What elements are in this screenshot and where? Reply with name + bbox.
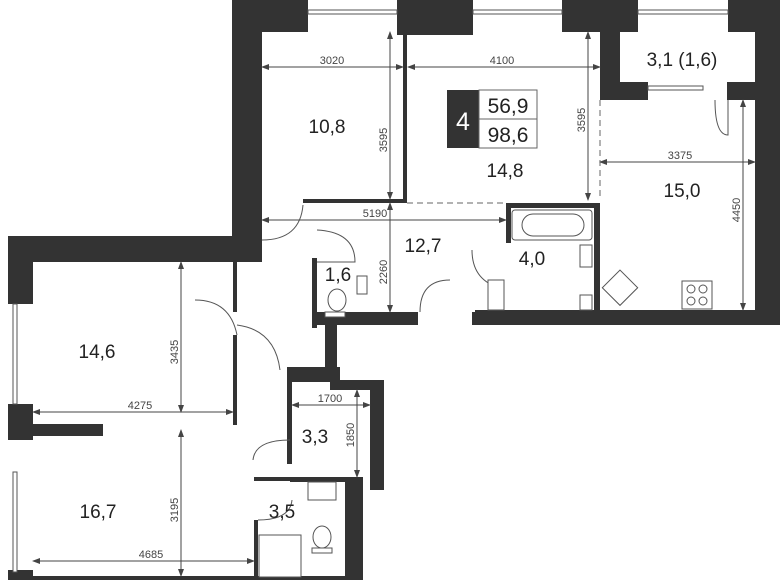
walls [8,0,780,580]
kitchen-sink-icon [601,269,639,307]
dim-4100: 4100 [490,55,514,67]
dim-1700: 1700 [318,393,342,405]
room-area-bedroom-bottom: 16,7 [80,502,117,523]
area-badge: 4 56,9 98,6 [447,89,538,149]
toilet-icon-2 [312,525,332,549]
dim-2260: 2260 [378,260,390,284]
dim-3595-left: 3595 [378,128,390,152]
dim-3375: 3375 [668,150,692,162]
dim-1850: 1850 [345,423,357,447]
windows [12,9,729,573]
dimension-labels: 3020 4100 3595 3595 3375 4450 5190 2260 … [128,55,743,561]
room-labels: 10,8 14,8 3,1 (1,6) 15,0 12,7 1,6 4,0 14… [79,50,718,523]
dim-3020: 3020 [320,55,344,67]
room-area-shower-room: 3,5 [269,502,295,523]
dimension-lines [32,31,756,577]
room-area-living-room: 14,8 [487,161,524,182]
room-area-bedroom-top-left: 10,8 [309,117,346,138]
shower-icon [258,534,302,578]
room-area-bathroom: 4,0 [519,249,545,270]
stove-icon [681,280,713,310]
dim-3195: 3195 [169,498,181,522]
toilet-icon [327,288,347,312]
room-area-balcony: 3,1 (1,6) [647,50,718,71]
fixtures [258,209,713,578]
room-area-hall: 12,7 [405,236,442,257]
dim-3435: 3435 [169,340,181,364]
room-area-kitchen: 15,0 [664,181,701,202]
room-area-wc: 1,6 [325,265,351,286]
dim-5190: 5190 [363,208,387,220]
room-area-storage: 3,3 [302,427,328,448]
sink-icon [579,244,593,268]
sink-icon-2 [307,481,337,501]
living-area: 56,9 [488,95,529,118]
room-area-bedroom-left: 14,6 [79,342,116,363]
total-area: 98,6 [488,124,529,147]
dim-4685: 4685 [139,549,163,561]
rooms-count: 4 [456,108,470,136]
dim-4450: 4450 [731,198,743,222]
dim-4275: 4275 [128,400,152,412]
dim-3595-right: 3595 [576,108,588,132]
